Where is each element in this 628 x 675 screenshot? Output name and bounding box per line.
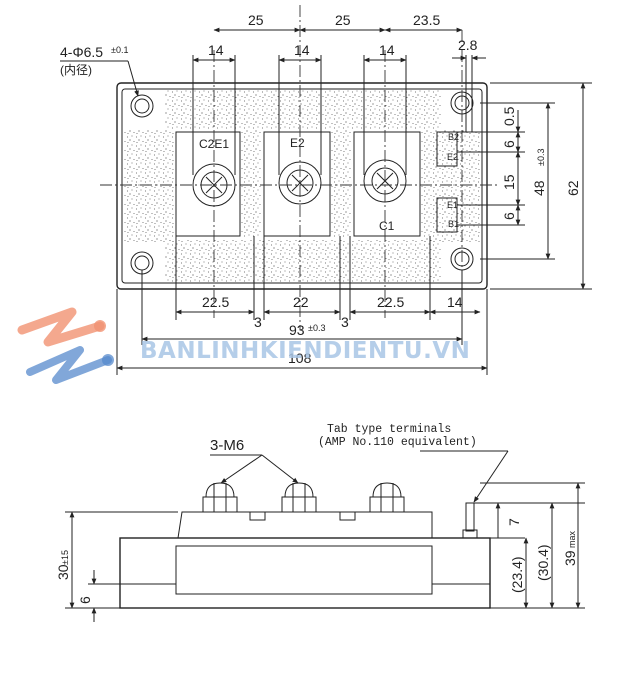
dim-14-c: 14 <box>379 42 395 58</box>
dim-7: 7 <box>506 518 522 526</box>
right-dimensions: 48 ±0.3 62 0.5 6 15 6 <box>457 82 592 290</box>
tab-note-line1: Tab type terminals <box>327 423 451 436</box>
tab-terminal <box>465 502 475 532</box>
dim-39-sup: max <box>567 530 577 548</box>
dim-14-b: 14 <box>294 42 310 58</box>
stipple-gap-2 <box>330 130 352 238</box>
dim-235: 23.5 <box>413 12 440 28</box>
dim-48: 48 <box>531 180 547 196</box>
aux-label-b1: B1 <box>448 219 459 229</box>
case-recess <box>175 545 433 595</box>
dim-28: 2.8 <box>458 37 478 53</box>
hole-tolerance: ±0.1 <box>111 45 128 55</box>
dim-304: (30.4) <box>535 544 551 581</box>
stipple-gap-1 <box>240 130 262 238</box>
watermark-logo-icon <box>17 307 114 384</box>
side-view <box>119 482 491 609</box>
dim-30: 30 <box>55 564 71 580</box>
screw-head-1 <box>202 482 238 513</box>
bottom-dimensions: 22.5 22 22.5 14 3 3 93 ±0.3 108 <box>116 236 488 375</box>
screw-head-3 <box>369 482 405 513</box>
mounting-hole-tl <box>130 94 154 118</box>
dim-48-tol: ±0.3 <box>536 149 546 166</box>
stipple-left <box>124 130 174 242</box>
module-outline <box>116 82 488 290</box>
dim-14-a: 14 <box>208 42 224 58</box>
screw-label: 3-M6 <box>210 437 244 454</box>
dim-15: 15 <box>501 174 517 190</box>
stipple-top-band <box>165 90 442 130</box>
dim-25-b: 25 <box>335 12 351 28</box>
hole-callout: 4-Φ6.5 ±0.1 (内径) <box>60 44 139 97</box>
dim-05: 0.5 <box>501 106 517 126</box>
dim-108: 108 <box>288 350 312 366</box>
module-inner-outline <box>121 88 483 284</box>
dim-3-a: 3 <box>254 314 262 330</box>
dim-25-a: 25 <box>248 12 264 28</box>
hole-note: (内径) <box>60 63 92 77</box>
terminal-pad-c2e1 <box>175 131 241 237</box>
dim-3-b: 3 <box>341 314 349 330</box>
dim-6-a: 6 <box>501 140 517 148</box>
side-annotations: Tab type terminals (AMP No.110 equivalen… <box>55 423 585 622</box>
dim-30-tol: ±15 <box>60 550 70 565</box>
tab-note-line2: (AMP No.110 equivalent) <box>318 436 477 449</box>
dim-6-side: 6 <box>77 596 93 604</box>
terminal-label-c1: C1 <box>379 219 395 233</box>
screw-head-2 <box>281 482 317 513</box>
top-view: C2E1 E2 C1 B2 E2 E1 B1 <box>100 5 500 330</box>
top-dimensions: 25 25 23.5 14 14 14 2.8 <box>192 12 486 175</box>
terminal-pad-e2 <box>263 131 331 237</box>
watermark: BANLINHKIENDIENTU.VN <box>17 307 470 384</box>
hole-label: 4-Φ6.5 <box>60 44 103 60</box>
aux-label-b2: B2 <box>448 132 459 142</box>
aux-tab-b2e2 <box>436 131 458 167</box>
case-top <box>177 511 433 539</box>
terminal-pad-c1 <box>353 131 421 237</box>
aux-tab-e1b1 <box>436 197 458 233</box>
aux-label-e2: E2 <box>447 152 458 162</box>
dim-93: 93 <box>289 322 305 338</box>
aux-label-e1: E1 <box>447 200 458 210</box>
dim-39: 39 <box>562 550 578 566</box>
dim-62: 62 <box>565 180 581 196</box>
dim-22: 22 <box>293 294 309 310</box>
dim-6-b: 6 <box>501 212 517 220</box>
terminal-label-c2e1: C2E1 <box>199 137 229 151</box>
dim-225-a: 22.5 <box>202 294 229 310</box>
dim-93-tol: ±0.3 <box>308 323 325 333</box>
dim-225-b: 22.5 <box>377 294 404 310</box>
stipple-bottom-band <box>165 240 442 282</box>
base-plate <box>119 537 491 609</box>
watermark-text: BANLINHKIENDIENTU.VN <box>140 338 470 364</box>
stipple-right <box>420 130 480 242</box>
dim-14-d: 14 <box>447 294 463 310</box>
terminal-label-e2: E2 <box>290 136 305 150</box>
dim-234: (23.4) <box>509 556 525 593</box>
